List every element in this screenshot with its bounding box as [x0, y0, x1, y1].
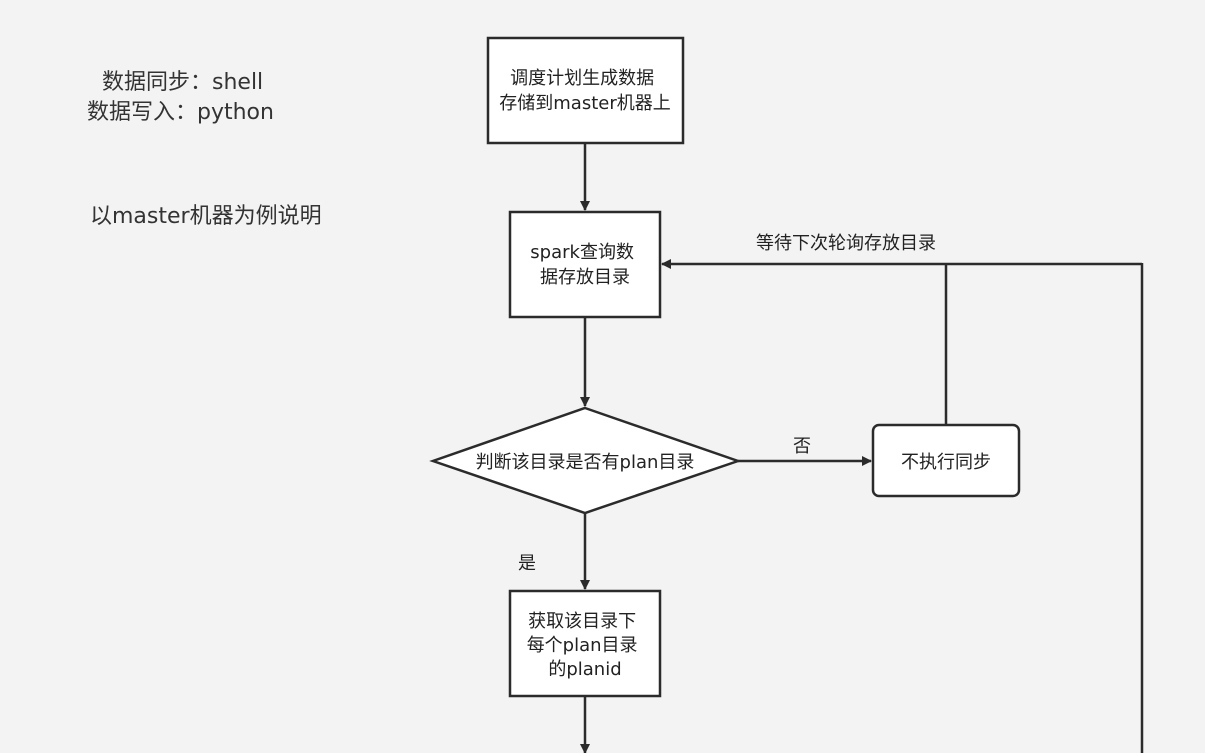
- node-generate-data-label: 调度计划生成数据 存储到master机器上: [499, 68, 670, 114]
- node-fetch-line-3: 的planid: [548, 659, 621, 680]
- node-decision-label: 判断该目录是否有plan目录: [476, 452, 695, 473]
- node-generate-line-1: 调度计划生成数据: [510, 68, 654, 89]
- edge-label-no: 否: [793, 436, 811, 457]
- node-query-line-2: 据存放目录: [540, 267, 630, 288]
- node-decision-line-1: 判断该目录是否有plan目录: [476, 452, 695, 473]
- node-fetch-label: 获取该目录下 每个plan目录 的planid: [527, 611, 644, 680]
- edge-label-yes: 是: [518, 553, 536, 574]
- node-generate-line-2: 存储到master机器上: [499, 93, 670, 114]
- node-decision-plan-dir: [429, 406, 742, 515]
- note-sync-method: 数据同步：shell: [102, 70, 264, 95]
- node-no-sync: [871, 423, 1021, 498]
- node-fetch-line-2: 每个plan目录: [527, 635, 638, 656]
- note-example: 以master机器为例说明: [90, 204, 322, 229]
- node-no-sync-label: 不执行同步: [901, 452, 991, 473]
- node-spark-query: [508, 210, 662, 319]
- edge-label-wait: 等待下次轮询存放目录: [756, 233, 936, 254]
- node-no-sync-line-1: 不执行同步: [901, 452, 991, 473]
- node-generate-data: [486, 36, 685, 145]
- note-write-method: 数据写入：python: [87, 100, 274, 125]
- node-spark-query-label: spark查询数 据存放目录: [530, 242, 639, 288]
- node-query-line-1: spark查询数: [530, 242, 634, 263]
- node-fetch-line-1: 获取该目录下: [528, 611, 636, 632]
- node-fetch-planid: [508, 589, 662, 698]
